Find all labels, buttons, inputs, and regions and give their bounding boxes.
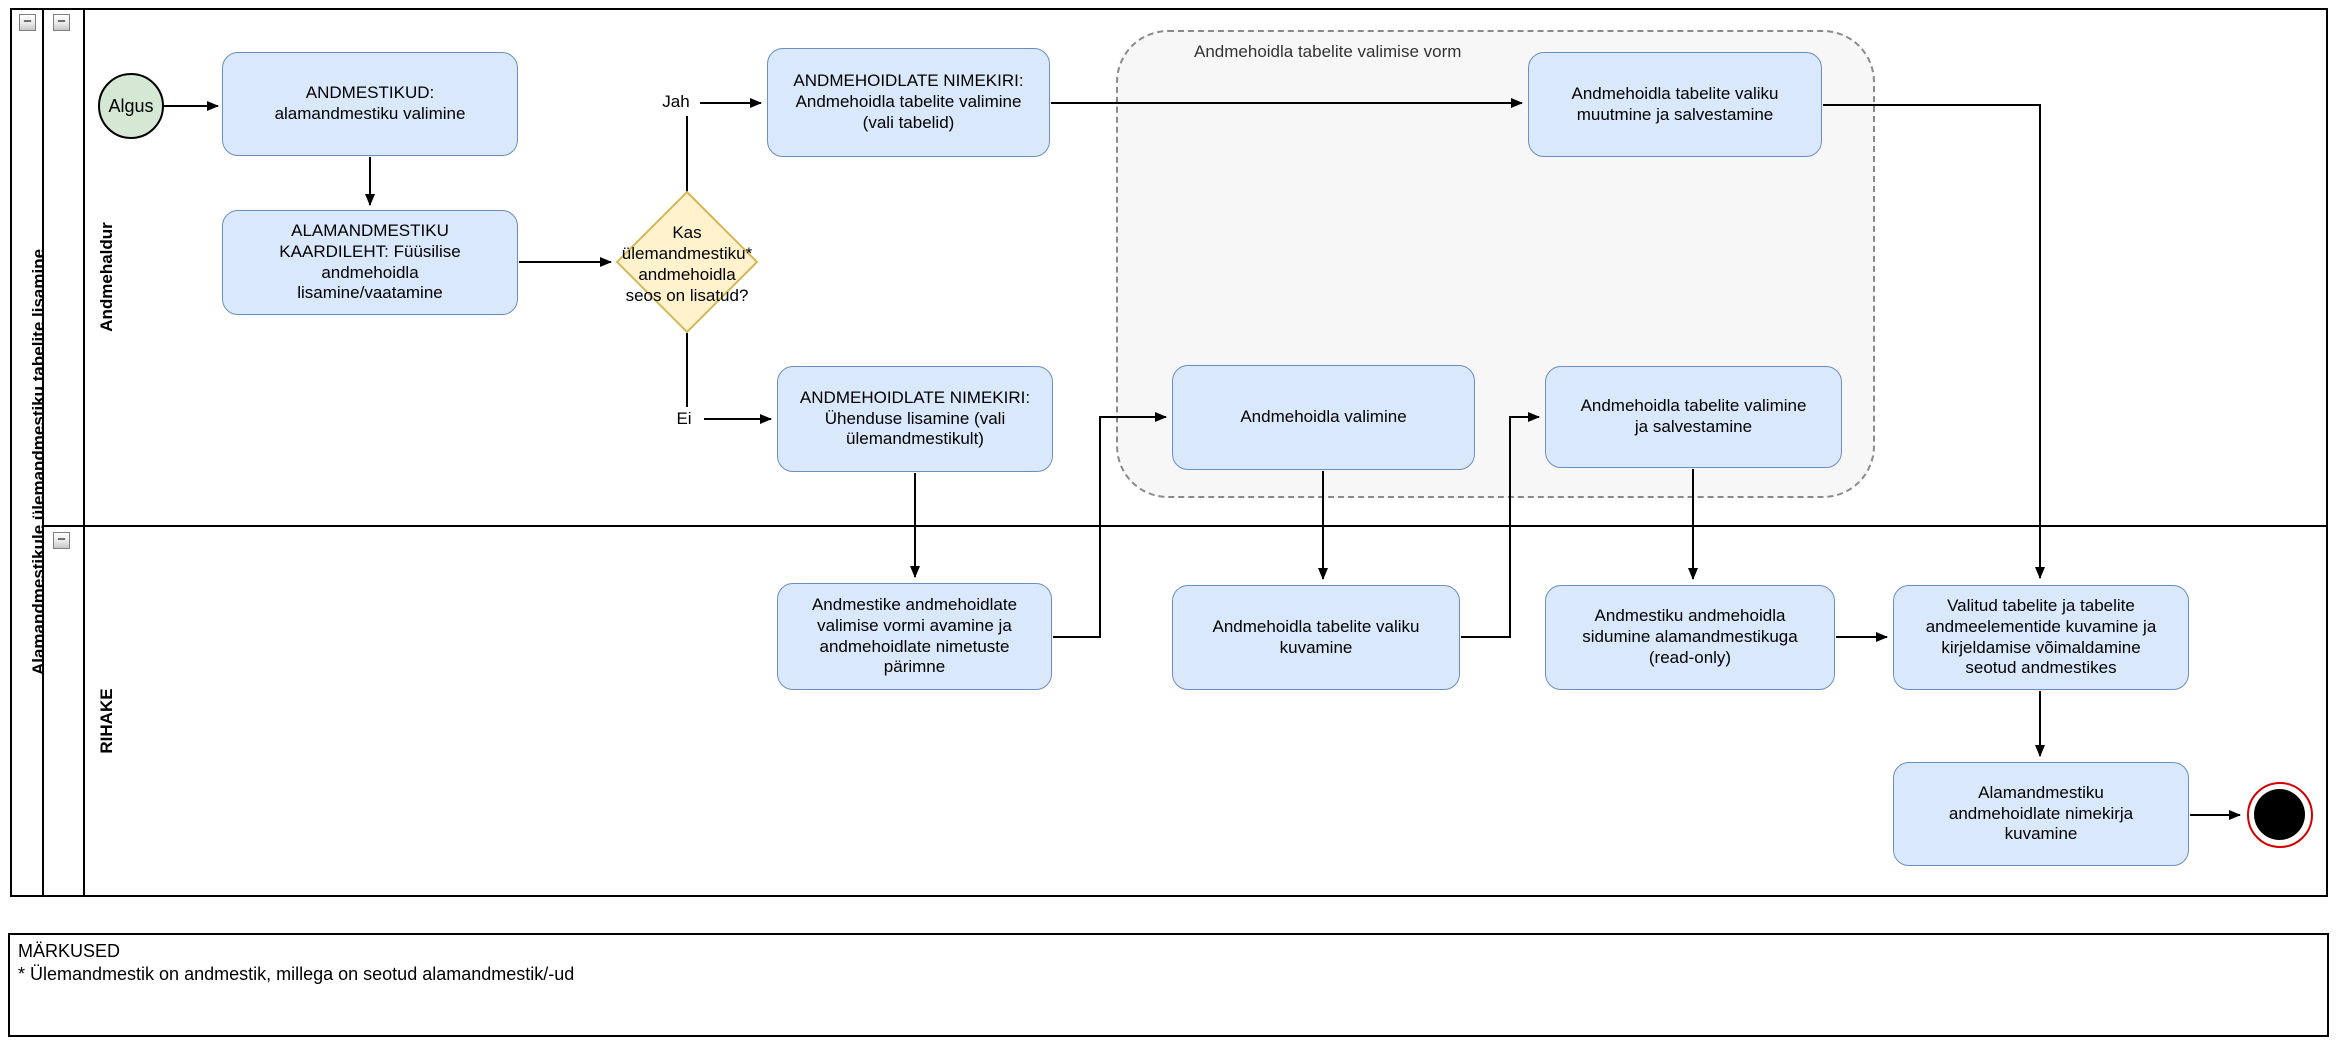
start-event[interactable]: Algus [98,73,164,139]
task-nimekiri-tabelite-valimine[interactable]: ANDMEHOIDLATE NIMEKIRI: Andmehoidla tabe… [767,48,1050,157]
branch-label-jah: Jah [652,90,700,116]
group-label: Andmehoidla tabelite valimise vorm [1194,42,1462,61]
gateway-diamond[interactable] [615,190,759,334]
task-andmestikud-valimine[interactable]: ANDMESTIKUD: alamandmestiku valimine [222,52,518,156]
task-valiku-kuvamine[interactable]: Andmehoidla tabelite valiku kuvamine [1172,585,1460,690]
lane-andmehaldur-collapse-icon[interactable]: − [53,14,70,31]
flow-muutmine-to-valitud-kuvamine [1823,104,2045,579]
lane-title-column: Andmehaldur RIHAKE [42,8,116,897]
flow-valiku-kuvamine-to-tabelite-valimine [1461,412,1540,638]
notes-box[interactable]: MÄRKUSED * Ülemandmestik on andmestik, m… [8,933,2329,1037]
task-nimekirja-kuvamine[interactable]: Alamandmestiku andmehoidlate nimekirja k… [1893,762,2189,866]
flow-vormi-avamine-to-andmehoidla-valimine [1053,412,1167,638]
pool-collapse-icon[interactable]: − [19,14,36,31]
start-event-label: Algus [108,95,154,116]
notes-title: MÄRKUSED [18,941,121,961]
notes-body: * Ülemandmestik on andmestik, millega on… [18,964,575,985]
lane-rihake-collapse-icon[interactable]: − [53,532,70,549]
task-valitud-tabelite-kuvamine[interactable]: Valitud tabelite ja tabelite andmeelemen… [1893,585,2189,690]
branch-label-ei: Ei [664,407,704,432]
task-tabelite-valimine-salvestamine[interactable]: Andmehoidla tabelite valimine ja salvest… [1545,366,1842,468]
task-valiku-muutmine-salvestamine[interactable]: Andmehoidla tabelite valiku muutmine ja … [1528,52,1822,157]
task-andmehoidla-valimine[interactable]: Andmehoidla valimine [1172,365,1475,470]
lane-divider [43,525,2328,527]
end-event[interactable] [2247,782,2313,848]
task-vormi-avamine-parimine[interactable]: Andmestike andmehoidlate valimise vormi … [777,583,1052,690]
task-kaardileht-lisamine-vaatamine[interactable]: ALAMANDMESTIKU KAARDILEHT: Füüsilise and… [222,210,518,315]
task-nimekiri-uhenduse-lisamine[interactable]: ANDMEHOIDLATE NIMEKIRI: Ühenduse lisamin… [777,366,1053,472]
gateway-question: Kas ülemandmestiku* andmehoidla seos on … [621,222,753,306]
end-event-core [2254,789,2305,840]
task-sidumine-readonly[interactable]: Andmestiku andmehoidla sidumine alamandm… [1545,585,1835,690]
